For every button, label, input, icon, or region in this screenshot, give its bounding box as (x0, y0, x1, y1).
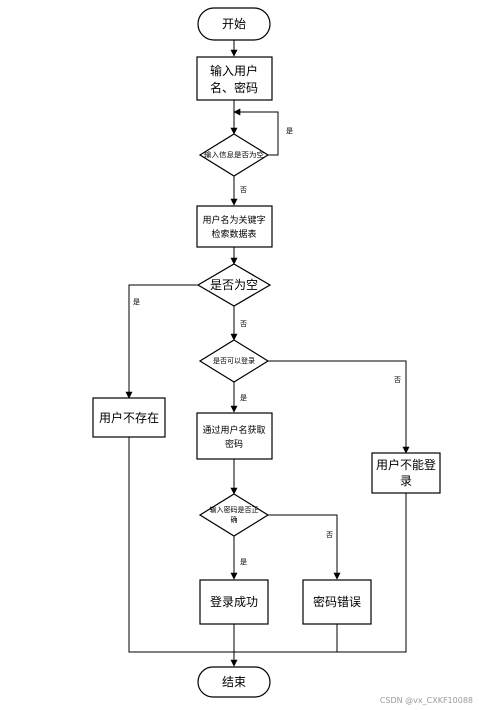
connectors (125, 40, 410, 667)
edge-empty-yes (125, 284, 198, 399)
node-search-line2: 检索数据表 (211, 228, 256, 240)
node-input-user: 输入用户 名、密码 (196, 56, 273, 101)
node-cannot-login-line2: 录 (400, 474, 412, 488)
label-pwd-no: 否 (326, 531, 333, 539)
label-pwd-yes: 是 (240, 558, 247, 566)
node-can-login: 是否可以登录 (198, 339, 270, 383)
node-password-correct: 输入密码是否正 确 (198, 493, 270, 537)
node-check-empty: 输入信息是否为空 (198, 133, 270, 177)
node-input-user-line1: 输入用户 (210, 63, 258, 78)
node-get-password-line1: 通过用户名获取 (202, 424, 265, 436)
node-user-not-exist: 用户不存在 (92, 397, 166, 438)
edge-error-to-merge (234, 624, 338, 653)
label-login-yes: 是 (240, 394, 247, 402)
node-get-password-line2: 密码 (225, 438, 243, 450)
node-get-password: 通过用户名获取 密码 (196, 412, 273, 460)
edge-notexist-to-merge (128, 437, 234, 653)
label-empty-no: 否 (240, 320, 247, 328)
node-end: 结束 (197, 666, 271, 698)
node-password-error: 密码错误 (302, 579, 372, 625)
node-search: 用户名为关键字 检索数据表 (196, 205, 273, 248)
node-start-label: 开始 (222, 17, 246, 31)
node-cannot-login-line1: 用户不能登 (376, 457, 436, 472)
node-check-empty-label: 输入信息是否为空 (204, 150, 264, 159)
label-check-no: 否 (240, 186, 247, 194)
node-password-correct-line1: 输入密码是否正 (210, 505, 259, 514)
edge-check-yes-loop (233, 108, 279, 156)
node-search-line1: 用户名为关键字 (202, 214, 265, 226)
label-login-no: 否 (394, 376, 401, 384)
edge-cannotlogin-to-merge (337, 493, 407, 653)
label-check-yes: 是 (286, 127, 293, 135)
node-is-empty-label: 是否为空 (210, 278, 258, 292)
node-password-correct-line2: 确 (231, 515, 238, 524)
node-is-empty: 是否为空 (196, 263, 272, 307)
node-end-label: 结束 (222, 675, 246, 689)
node-start: 开始 (197, 7, 271, 41)
node-input-user-line2: 名、密码 (210, 80, 258, 95)
node-can-login-label: 是否可以登录 (213, 356, 255, 365)
node-login-success-label: 登录成功 (210, 594, 258, 609)
node-user-not-exist-label: 用户不存在 (99, 410, 159, 425)
edge-labels: 是 否 是 否 否 是 否 是 (133, 127, 401, 566)
watermark: CSDN @vx_CXKF10088 (380, 696, 473, 705)
node-password-error-label: 密码错误 (313, 594, 361, 609)
label-empty-yes: 是 (133, 298, 140, 306)
node-cannot-login: 用户不能登 录 (371, 452, 441, 494)
edge-login-no (268, 360, 410, 454)
node-login-success: 登录成功 (199, 579, 269, 625)
edge-pwd-no (268, 514, 341, 580)
